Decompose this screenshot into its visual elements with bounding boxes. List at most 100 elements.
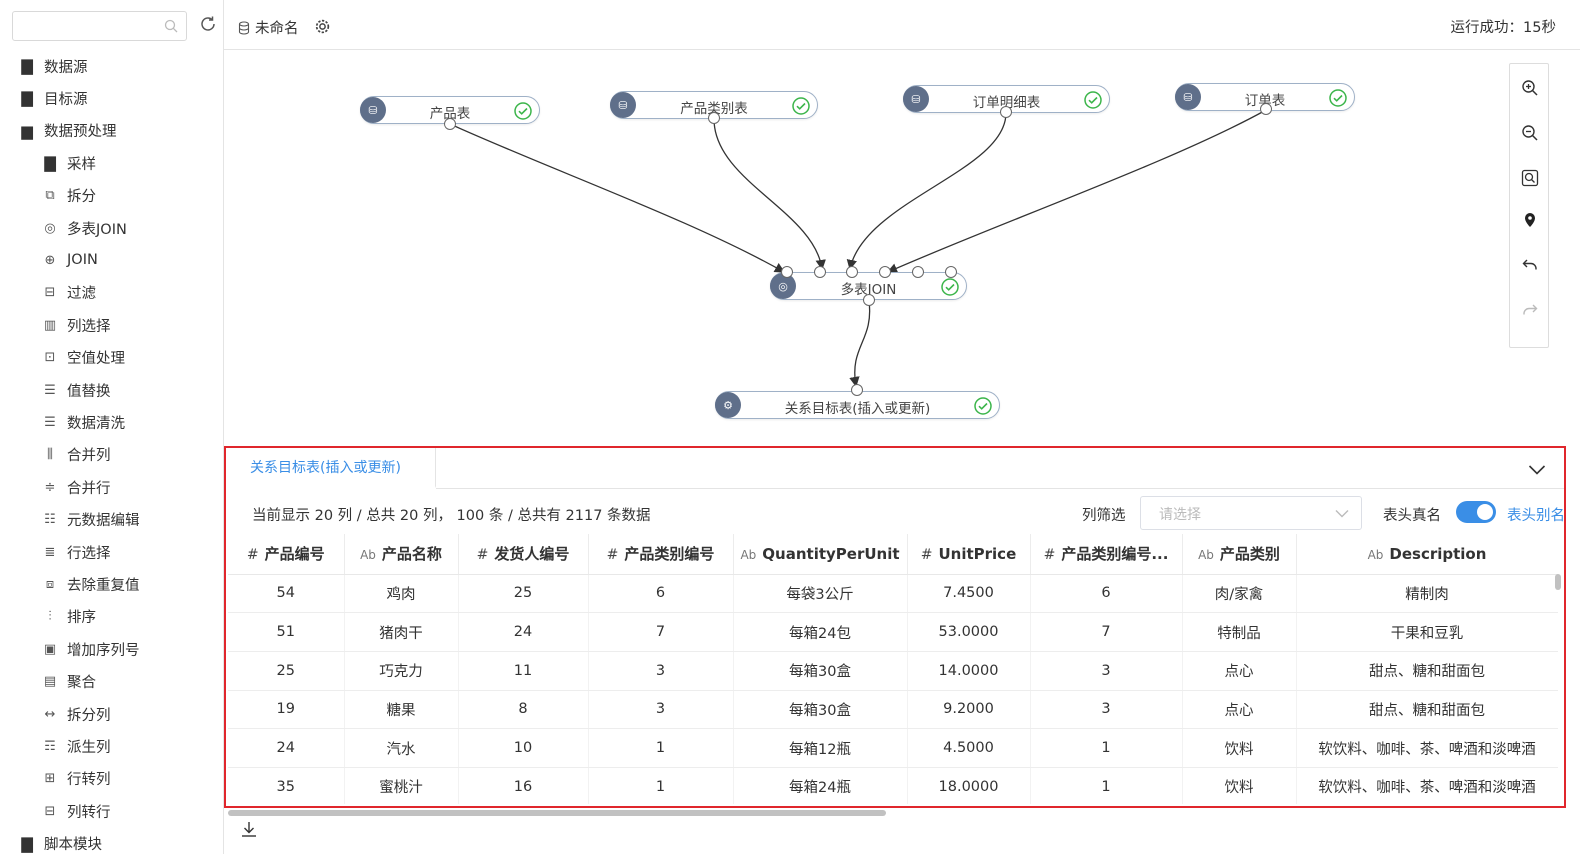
header-name-toggle[interactable] — [1456, 501, 1496, 523]
sidebar-item[interactable]: ⊕JOIN — [41, 246, 98, 274]
column-header[interactable]: #发货人编号 — [458, 534, 589, 575]
sidebar-item[interactable]: ◎多表JOIN — [41, 214, 127, 242]
sidebar-item-label: 行转列 — [67, 772, 111, 789]
sidebar-item[interactable]: ☷元数据编辑 — [41, 506, 139, 534]
redo-icon — [1523, 304, 1538, 315]
download-icon[interactable] — [240, 820, 258, 838]
edge-product-to-join — [449, 123, 786, 273]
table-cell: 巧克力 — [344, 651, 459, 691]
text-type-icon: Ab — [360, 548, 376, 563]
sidebar-item[interactable]: ≣行选择 — [41, 538, 111, 566]
sidebar-item[interactable]: ▇目标源 — [18, 84, 87, 112]
sidebar-item[interactable]: ⫼合并列 — [41, 441, 111, 469]
column-header-label: 产品类别编号 — [624, 545, 715, 564]
sidebar-item[interactable]: ⫶排序 — [41, 603, 96, 631]
sidebar-item[interactable]: ⊡空值处理 — [41, 344, 125, 372]
sidebar-item[interactable]: ☶派生列 — [41, 732, 110, 760]
column-header[interactable]: #产品类别编号... — [1030, 534, 1183, 575]
sidebar-item[interactable]: ⊞行转列 — [41, 765, 111, 793]
table-cell: 53.0000 — [907, 612, 1031, 652]
table-cell: 软饮料、咖啡、茶、啤酒和淡啤酒 — [1296, 767, 1558, 804]
sidebar-item[interactable]: ⊟过滤 — [41, 279, 96, 307]
flow-canvas[interactable]: ⛁ 产品表 ⛁ 产品类别表 ⛁ 订单明细表 ⛁ 订单表 ◎ 多表JOIN ⚙ 关… — [224, 51, 1580, 446]
output-port[interactable] — [444, 118, 456, 130]
sidebar-item[interactable]: ▤聚合 — [41, 668, 96, 696]
gear-icon[interactable] — [314, 18, 331, 35]
input-port[interactable] — [814, 266, 826, 278]
sidebar-item[interactable]: ≑合并行 — [41, 473, 111, 501]
output-port[interactable] — [708, 112, 720, 124]
chevron-down-icon[interactable] — [1528, 464, 1546, 476]
text-type-icon: Ab — [1367, 547, 1384, 562]
sidebar-item-label: 空值处理 — [67, 351, 125, 368]
table-cell: 肉/家禽 — [1182, 574, 1297, 614]
refresh-icon[interactable] — [198, 14, 218, 34]
table-cell: 6 — [1030, 574, 1183, 614]
column-header[interactable]: #UnitPrice — [907, 534, 1031, 575]
flow-title[interactable]: 未命名 — [238, 17, 299, 38]
table-cell: 点心 — [1182, 651, 1297, 691]
input-port[interactable] — [912, 266, 924, 278]
sidebar-item[interactable]: ⊟列转行 — [41, 797, 111, 825]
search-input[interactable] — [12, 11, 187, 41]
sidebar-item[interactable]: ☰值替换 — [41, 376, 110, 404]
sidebar-item-label: 脚本模块 — [44, 837, 102, 854]
input-port[interactable] — [846, 266, 858, 278]
fit-view-button[interactable] — [1510, 164, 1550, 192]
data-summary: 当前显示 20 列 / 总共 20 列， 100 条 / 总共有 2117 条数… — [252, 508, 651, 524]
input-port[interactable] — [851, 384, 863, 396]
search-icon — [164, 19, 178, 33]
sidebar-item[interactable]: ⧈去除重复值 — [41, 570, 140, 598]
tab-relational-target[interactable]: 关系目标表(插入或更新) — [226, 448, 436, 488]
header-real-name-label: 表头真名 — [1383, 508, 1441, 524]
zoom-out-button[interactable] — [1510, 119, 1550, 147]
sidebar-item[interactable]: ▣增加序列号 — [41, 635, 140, 663]
table-cell: 每箱24包 — [733, 612, 908, 652]
table-cell: 4.5000 — [907, 728, 1031, 768]
sidebar-item[interactable]: ☰数据清洗 — [41, 408, 125, 436]
table-cell: 24 — [458, 612, 589, 652]
column-header[interactable]: #产品编号 — [228, 534, 345, 575]
input-port[interactable] — [879, 266, 891, 278]
vertical-scrollbar[interactable] — [1555, 574, 1561, 590]
output-port[interactable] — [1260, 103, 1272, 115]
sidebar-item[interactable]: ↔拆分列 — [41, 700, 111, 728]
redo-button[interactable] — [1510, 296, 1550, 324]
column-filter-select[interactable]: 请选择 — [1140, 496, 1362, 530]
column-header[interactable]: #产品类别编号 — [588, 534, 734, 575]
table-cell: 每箱30盒 — [733, 651, 908, 691]
sidebar-item[interactable]: ▇脚本模块 — [18, 830, 102, 854]
sidebar-item[interactable]: ▆数据预处理 — [18, 117, 116, 145]
table-cell: 3 — [588, 690, 734, 730]
text-type-icon: Ab — [1198, 548, 1214, 563]
sidebar-item-label: 列选择 — [67, 318, 111, 335]
sidebar-item[interactable]: ▇采样 — [41, 149, 96, 177]
node-label: 关系目标表(插入或更新) — [784, 401, 931, 417]
location-pin-icon — [1525, 213, 1535, 227]
output-port[interactable] — [863, 294, 875, 306]
sidebar-item-label: 多表JOIN — [67, 221, 127, 238]
input-port[interactable] — [781, 266, 793, 278]
undo-button[interactable] — [1510, 251, 1550, 279]
sidebar-item[interactable]: ▇数据源 — [18, 52, 87, 80]
horizontal-scrollbar[interactable] — [228, 810, 886, 816]
locate-button[interactable] — [1510, 206, 1550, 234]
output-port[interactable] — [1000, 106, 1012, 118]
sidebar-item[interactable]: ▥列选择 — [41, 311, 111, 339]
join-icon: ⊕ — [44, 252, 56, 268]
data-preview-panel: 关系目标表(插入或更新) 当前显示 20 列 / 总共 20 列， 100 条 … — [224, 446, 1566, 808]
sidebar-item[interactable]: ⧉拆分 — [41, 182, 96, 210]
zoom-in-button[interactable] — [1510, 74, 1550, 102]
input-port[interactable] — [945, 266, 957, 278]
